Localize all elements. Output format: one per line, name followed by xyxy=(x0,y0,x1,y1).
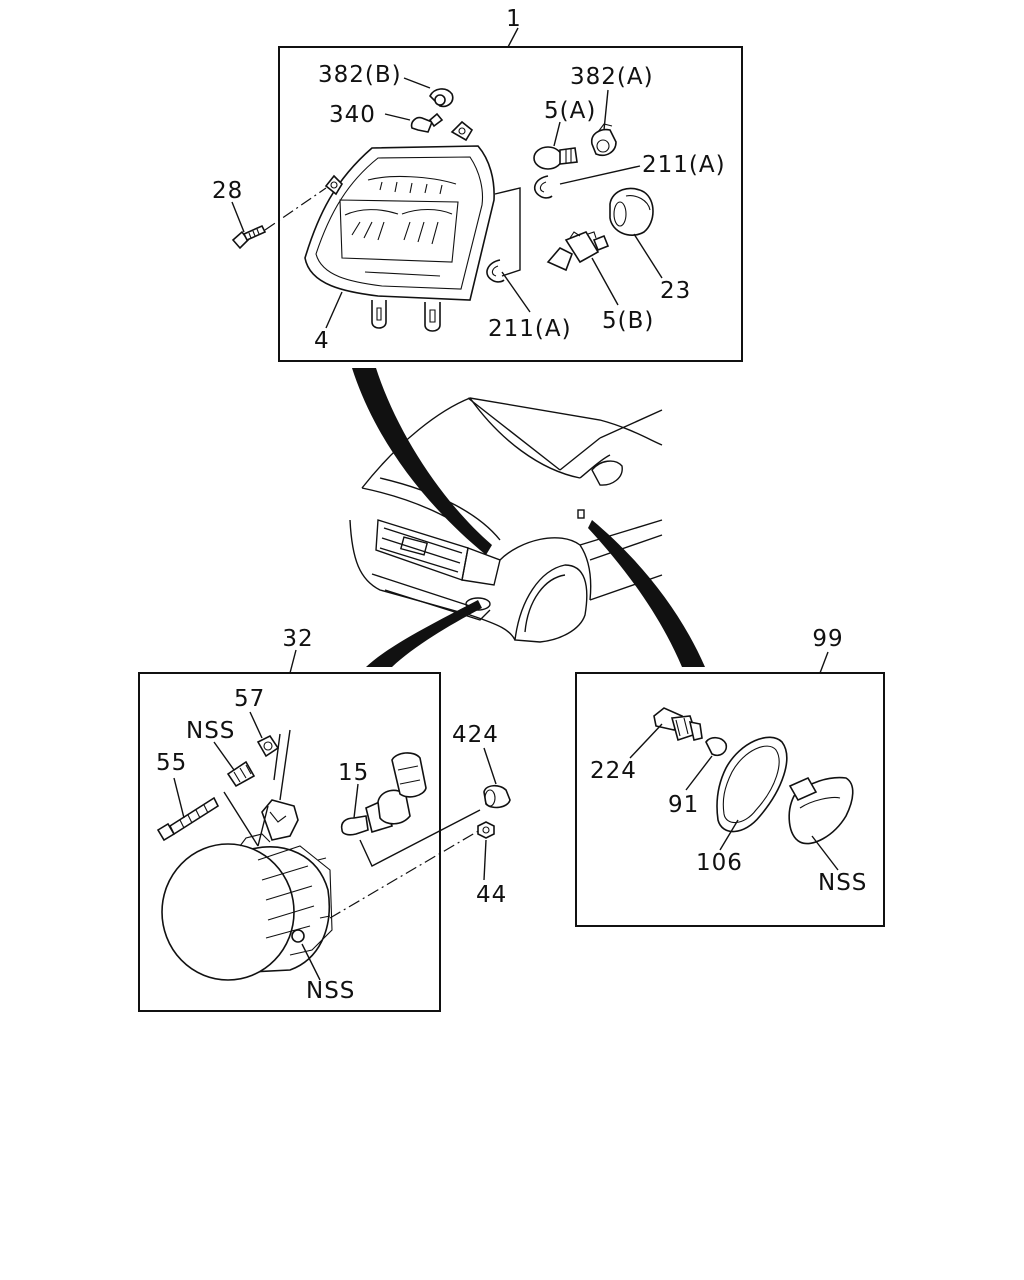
label-99: 99 xyxy=(812,626,843,652)
gasket-106 xyxy=(716,736,788,833)
fog-lamp-box xyxy=(138,672,441,1012)
side-lamp-box xyxy=(575,672,885,927)
bolt-28 xyxy=(231,224,267,250)
spring-nss xyxy=(226,760,256,788)
label-211a-bottom: 211(A) xyxy=(488,316,572,342)
label-424: 424 xyxy=(452,722,499,748)
bulb-91 xyxy=(705,736,728,757)
label-55: 55 xyxy=(156,750,187,776)
label-nss-fog-top: NSS xyxy=(186,718,235,744)
nut-424 xyxy=(483,784,511,809)
label-23: 23 xyxy=(660,278,691,304)
fog-lamp-pointer-curve xyxy=(366,600,482,667)
label-32: 32 xyxy=(282,626,313,652)
fog-bracket-lines xyxy=(223,729,481,867)
label-57: 57 xyxy=(234,686,265,712)
fog-lamp-assembly xyxy=(161,799,333,981)
label-224: 224 xyxy=(590,758,637,784)
socket-382b xyxy=(429,88,454,108)
label-4: 4 xyxy=(314,328,330,354)
clip-211a-bottom xyxy=(486,259,505,283)
screw-55 xyxy=(156,796,220,842)
label-340: 340 xyxy=(329,102,376,128)
label-5b: 5(B) xyxy=(602,308,654,334)
fog-dash-line-424 xyxy=(329,829,481,919)
label-nss-fog-bottom: NSS xyxy=(306,978,355,1004)
side-lamp-pointer-curve xyxy=(588,520,705,667)
bolt-28-dash-line xyxy=(264,187,327,231)
label-382a: 382(A) xyxy=(570,64,654,90)
cap-23 xyxy=(609,187,654,236)
label-211a-top: 211(A) xyxy=(642,152,726,178)
label-1: 1 xyxy=(506,6,522,32)
leader-lines xyxy=(173,27,839,981)
bulb-15 xyxy=(340,752,427,836)
label-382b: 382(B) xyxy=(318,62,402,88)
clip-211a-top xyxy=(533,175,553,199)
nut-57 xyxy=(256,734,280,758)
socket-382a xyxy=(590,123,617,157)
bulb-bracket-line xyxy=(494,187,521,277)
nut-44 xyxy=(477,821,495,839)
label-28: 28 xyxy=(212,178,243,204)
label-15: 15 xyxy=(338,760,369,786)
vehicle-front-illustration xyxy=(349,397,663,643)
label-106: 106 xyxy=(696,850,743,876)
bulb-340 xyxy=(410,112,444,133)
label-nss-side: NSS xyxy=(818,870,867,896)
headlamp-pointer-curve xyxy=(352,368,492,555)
label-44: 44 xyxy=(476,882,507,908)
bulb-5b xyxy=(546,231,610,272)
side-lamp-lens xyxy=(788,776,854,845)
bulb-5a xyxy=(533,146,578,170)
headlamp-box xyxy=(278,46,743,362)
label-91: 91 xyxy=(668,792,699,818)
headlamp-assembly xyxy=(304,120,495,332)
label-5a: 5(A) xyxy=(544,98,596,124)
